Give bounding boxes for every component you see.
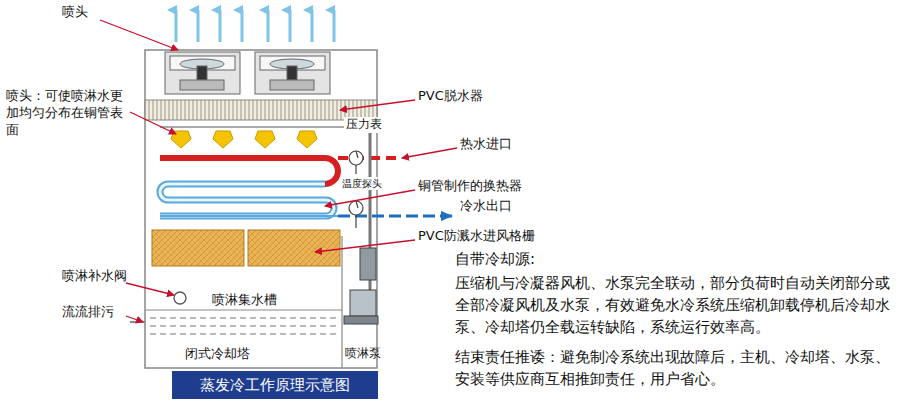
part-label: 喷淋集水槽 xyxy=(210,292,279,309)
caption-text: 蒸发冷工作原理示意图 xyxy=(200,376,350,394)
part-label: 热水进口 xyxy=(460,136,512,153)
part-label: 温度探头 xyxy=(340,177,384,190)
part-label: 冷水出口 xyxy=(460,198,512,215)
caption-band: 蒸发冷工作原理示意图 xyxy=(172,371,378,399)
note-heading: 自带冷却源: xyxy=(455,250,535,270)
part-label: 铜管制作的换热器 xyxy=(418,178,522,195)
note-text: 结束责任推诿：避免制冷系统出现故障后，主机、冷却塔、水泵、安装等供应商互相推卸责… xyxy=(455,346,893,390)
part-label: PVC防溅水进风格栅 xyxy=(418,228,535,245)
part-label: 压力表 xyxy=(344,117,384,133)
part-label: PVC脱水器 xyxy=(418,88,483,105)
part-label: 喷淋补水阀 xyxy=(62,268,127,285)
part-label: 喷淋泵 xyxy=(345,346,381,362)
part-label: 喷头 xyxy=(62,4,88,21)
note-text: 压缩机与冷凝器风机、水泵完全联动，部分负荷时自动关闭部分或全部冷凝风机及水泵，有… xyxy=(455,272,893,338)
part-label: 闭式冷却塔 xyxy=(185,346,250,363)
part-label: 流流排污 xyxy=(62,304,114,321)
note-label: 喷头：可使喷淋水更加均匀分布在铜管表面 xyxy=(6,88,134,139)
